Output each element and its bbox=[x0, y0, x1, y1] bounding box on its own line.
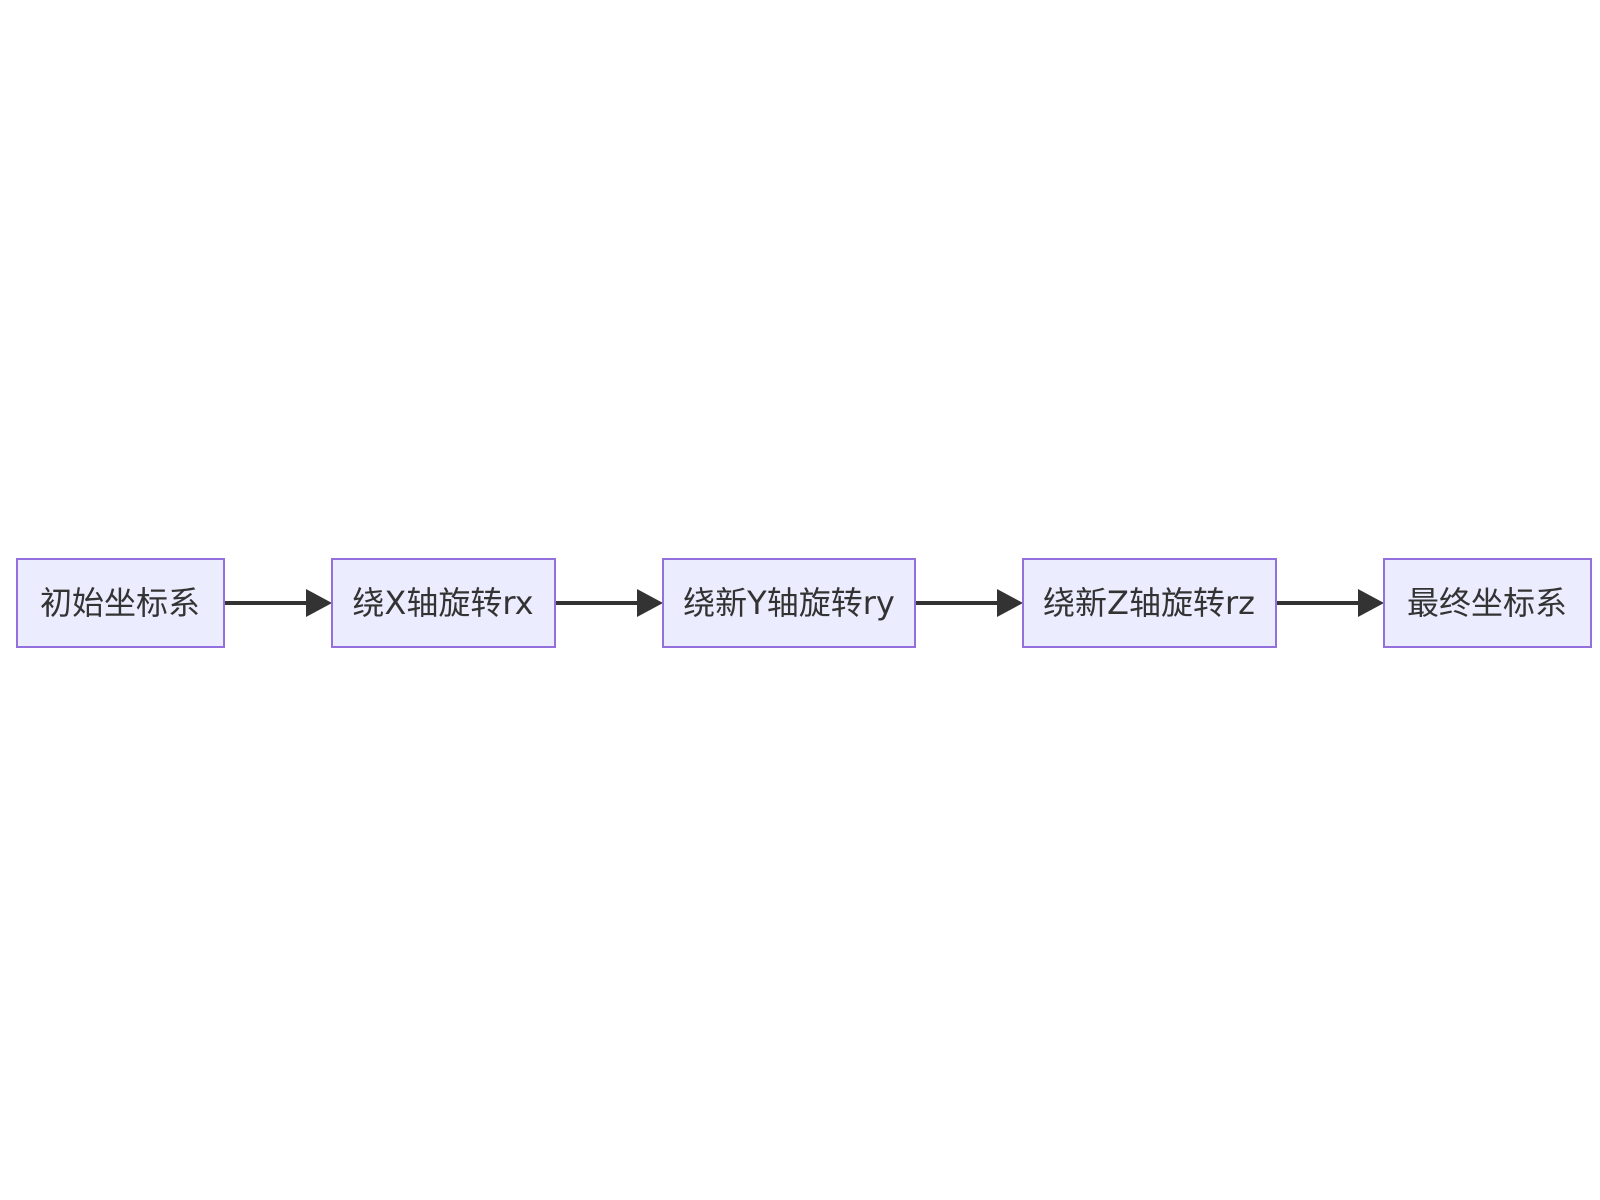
node-label: 绕X轴旋转rx bbox=[352, 584, 533, 622]
node-label: 初始坐标系 bbox=[40, 584, 200, 622]
node-rotate-y: 绕新Y轴旋转ry bbox=[662, 558, 916, 648]
edge-y-rotation-to-z-rotation bbox=[915, 589, 1023, 617]
node-initial-frame: 初始坐标系 bbox=[16, 558, 225, 648]
edge-z-rotation-to-final bbox=[1276, 589, 1384, 617]
node-label: 绕新Y轴旋转ry bbox=[683, 584, 895, 622]
node-label: 最终坐标系 bbox=[1407, 584, 1567, 622]
edge-x-rotation-to-y-rotation bbox=[555, 589, 663, 617]
node-rotate-z: 绕新Z轴旋转rz bbox=[1022, 558, 1277, 648]
edge-initial-to-x-rotation bbox=[224, 589, 332, 617]
node-final-frame: 最终坐标系 bbox=[1383, 558, 1592, 648]
node-label: 绕新Z轴旋转rz bbox=[1043, 584, 1255, 622]
node-rotate-x: 绕X轴旋转rx bbox=[331, 558, 556, 648]
